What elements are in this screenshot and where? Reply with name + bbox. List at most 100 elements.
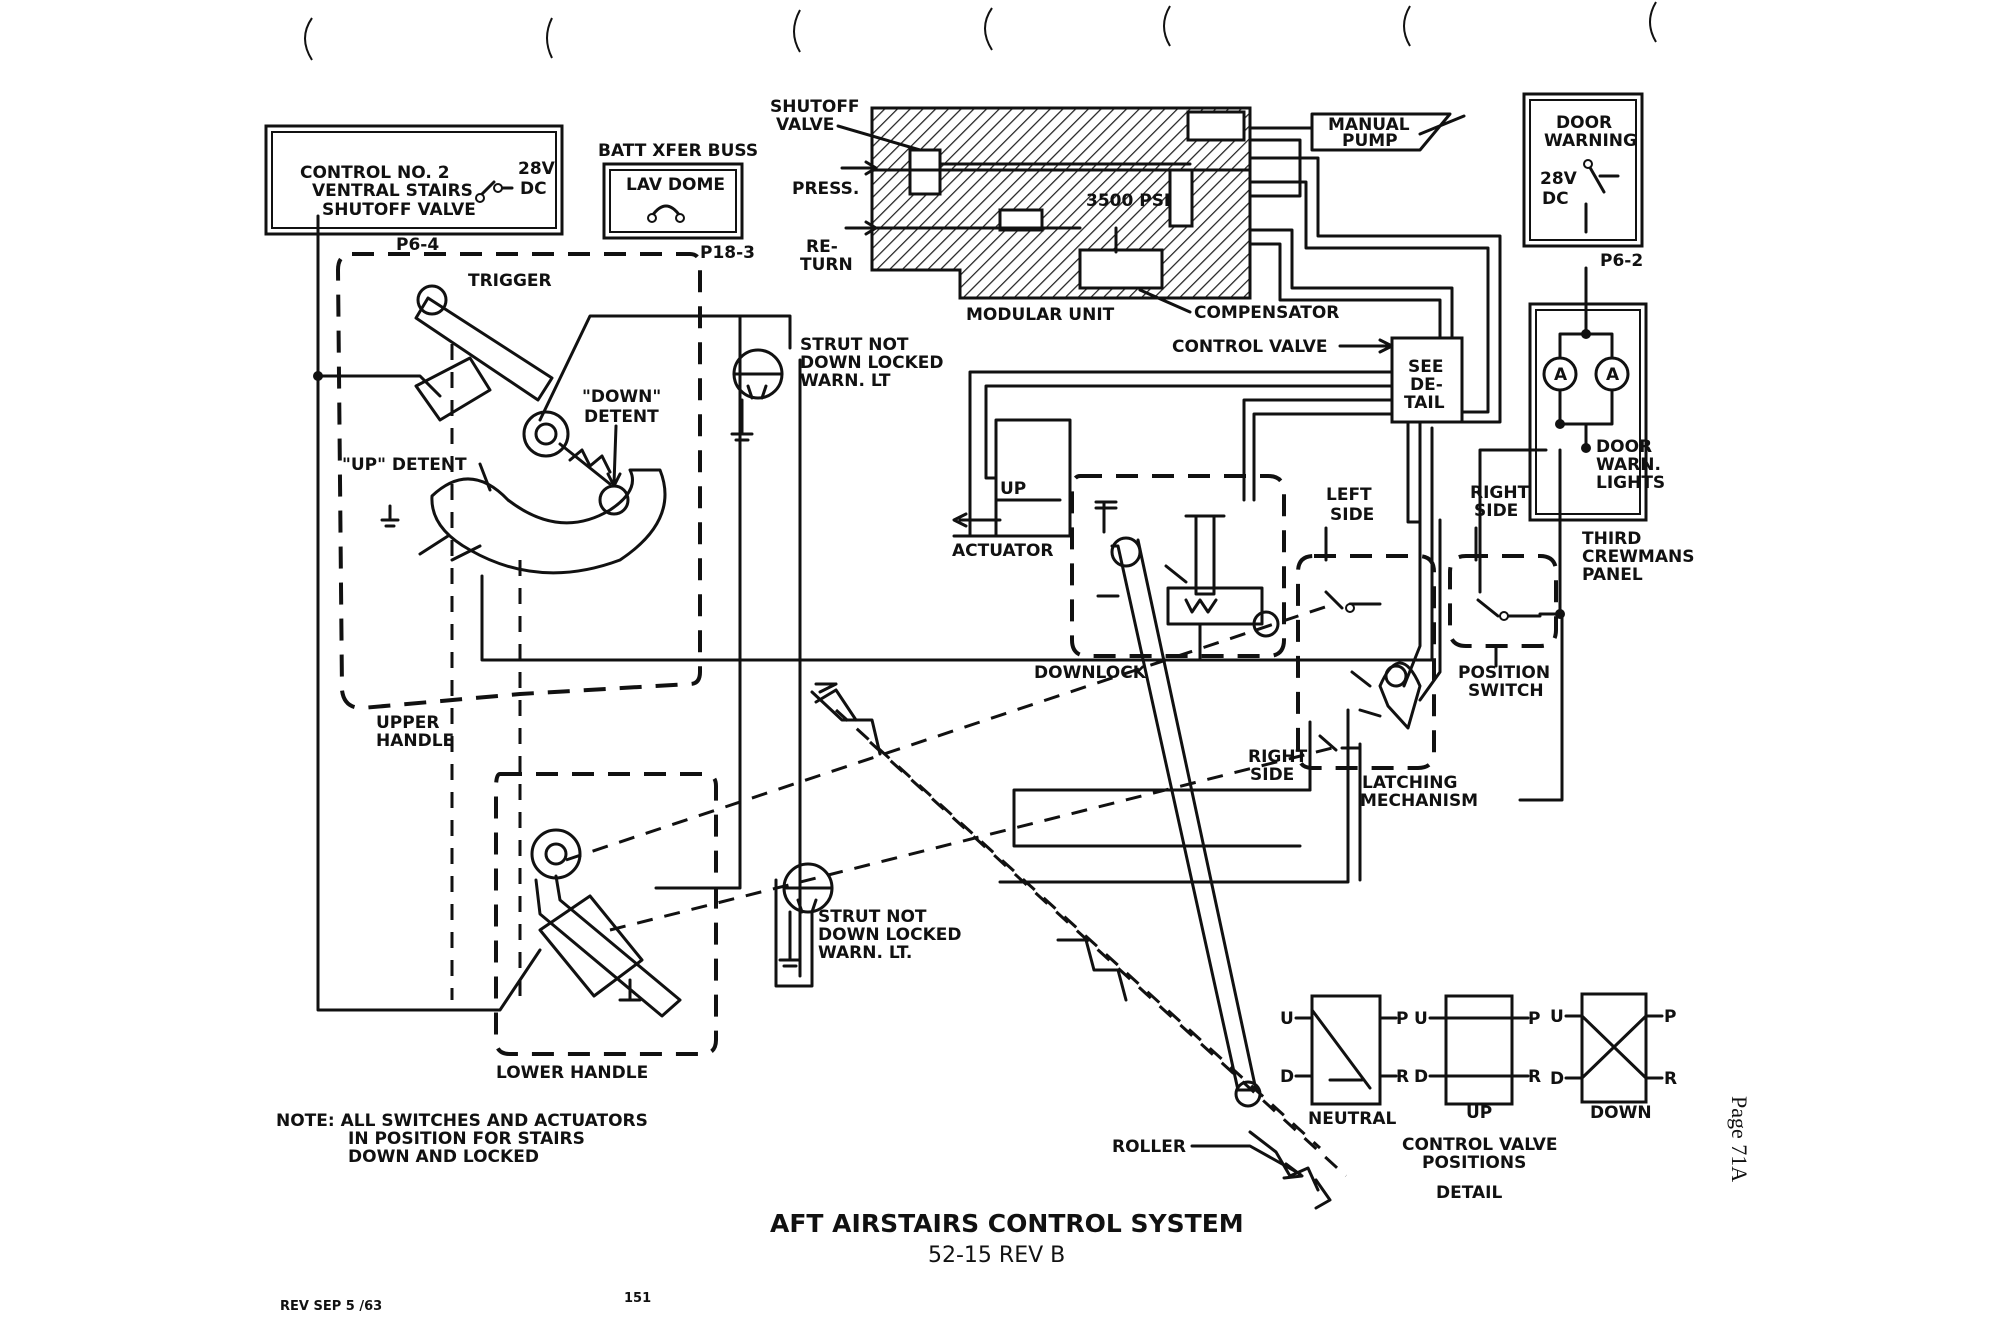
down-u: U bbox=[1550, 1007, 1564, 1027]
latching-1: LATCHING bbox=[1362, 773, 1457, 793]
lamp-a-right: A bbox=[1606, 365, 1620, 385]
down-detent-1: "DOWN" bbox=[582, 387, 661, 407]
control-dc: DC bbox=[520, 179, 547, 199]
upper-handle-assembly: TRIGGER "DOWN" DETENT "UP" DETENT UPPER … bbox=[335, 252, 702, 1000]
door-warning-line2: WARNING bbox=[1544, 131, 1637, 151]
door-warning-panel: DOOR WARNING 28V DC P6-2 bbox=[1522, 92, 1644, 271]
control-line1: CONTROL NO. 2 bbox=[300, 163, 450, 183]
actuator-mechanism: UP ACTUATOR DOWNLOCK bbox=[952, 418, 1286, 1108]
strut-light-lower: STRUT NOT DOWN LOCKED WARN. LT. bbox=[774, 862, 962, 988]
note: NOTE: ALL SWITCHES AND ACTUATORS IN POSI… bbox=[276, 1111, 648, 1167]
door-warning-ref: P6-2 bbox=[1600, 251, 1643, 271]
actuator-label: ACTUATOR bbox=[952, 541, 1054, 561]
up-label: UP bbox=[1000, 479, 1026, 499]
control-line2: VENTRAL STAIRS bbox=[312, 181, 473, 201]
up-u: U bbox=[1414, 1009, 1428, 1029]
position-switch-1: POSITION bbox=[1458, 663, 1550, 683]
neutral-d: D bbox=[1280, 1067, 1294, 1087]
valve-positions-detail: U P D R NEUTRAL U P D R UP U P D R DOWN … bbox=[1280, 992, 1677, 1203]
see-detail-2: DE- bbox=[1410, 375, 1443, 395]
see-detail-3: TAIL bbox=[1404, 393, 1445, 413]
down-p: P bbox=[1664, 1007, 1676, 1027]
neutral-label: NEUTRAL bbox=[1308, 1109, 1396, 1129]
lower-handle-label: LOWER HANDLE bbox=[496, 1063, 648, 1083]
manual-pump-2: PUMP bbox=[1342, 131, 1398, 151]
psi-label: 3500 PSI bbox=[1086, 191, 1170, 211]
door-warning-dc: DC bbox=[1542, 189, 1569, 209]
page-label: Page 71A bbox=[1727, 1096, 1752, 1182]
valve-neutral: U P D R NEUTRAL bbox=[1280, 994, 1409, 1129]
shutoff-valve-1: SHUTOFF bbox=[770, 97, 860, 117]
press-label: PRESS. bbox=[792, 179, 859, 199]
valve-down: U P D R DOWN bbox=[1550, 992, 1677, 1123]
latching-mechanism: LEFT SIDE RIGHT SIDE POSITION SWITCH RIG… bbox=[1248, 434, 1558, 811]
control-line3: SHUTOFF VALVE bbox=[322, 200, 476, 220]
strut-lower-1: STRUT NOT bbox=[818, 907, 927, 927]
trigger-label: TRIGGER bbox=[468, 271, 552, 291]
up-label: UP bbox=[1466, 1103, 1492, 1123]
right-side-top-2: SIDE bbox=[1474, 501, 1518, 521]
downlock-label: DOWNLOCK bbox=[1034, 663, 1147, 683]
door-warn-lights-1: DOOR bbox=[1596, 437, 1652, 457]
third-crewman-panel: A A DOOR WARN. LIGHTS THIRD CREWMANS PAN… bbox=[1528, 302, 1694, 585]
door-warn-lights-3: LIGHTS bbox=[1596, 473, 1665, 493]
modular-unit: SHUTOFF VALVE PRESS. RE- TURN 3500 PSI M… bbox=[770, 97, 1339, 325]
strut-lower-3: WARN. LT. bbox=[818, 943, 912, 963]
modular-unit-label: MODULAR UNIT bbox=[966, 305, 1115, 325]
strut-upper-2: DOWN LOCKED bbox=[800, 353, 944, 373]
batt-title: BATT XFER BUSS bbox=[598, 141, 758, 161]
third-crewman-line3: PANEL bbox=[1582, 565, 1643, 585]
main-wiring bbox=[313, 202, 1588, 1012]
right-side-bottom-1: RIGHT bbox=[1248, 747, 1308, 767]
third-crewman-line1: THIRD bbox=[1582, 529, 1641, 549]
shutoff-valve-2: VALVE bbox=[776, 115, 834, 135]
left-side-1: LEFT bbox=[1326, 485, 1372, 505]
batt-inner: LAV DOME bbox=[626, 175, 725, 195]
note-line3: DOWN AND LOCKED bbox=[348, 1147, 539, 1167]
door-warn-lights-2: WARN. bbox=[1596, 455, 1661, 475]
up-detent: "UP" DETENT bbox=[342, 455, 467, 475]
control-ref: P6-4 bbox=[396, 235, 439, 255]
door-warning-line1: DOOR bbox=[1556, 113, 1612, 133]
strut-light-upper: STRUT NOT DOWN LOCKED WARN. LT bbox=[730, 335, 944, 442]
right-side-top-1: RIGHT bbox=[1470, 483, 1530, 503]
page-number: 151 bbox=[624, 1291, 651, 1306]
lamp-a-left: A bbox=[1554, 365, 1568, 385]
neutral-p: P bbox=[1396, 1009, 1408, 1029]
valve-caption-3: DETAIL bbox=[1436, 1183, 1502, 1203]
note-line1: NOTE: ALL SWITCHES AND ACTUATORS bbox=[276, 1111, 648, 1131]
lower-handle-assembly: LOWER HANDLE bbox=[494, 772, 718, 1083]
strut-upper-1: STRUT NOT bbox=[800, 335, 909, 355]
note-line2: IN POSITION FOR STAIRS bbox=[348, 1129, 585, 1149]
rev-date: REV SEP 5 /63 bbox=[280, 1299, 382, 1314]
return-label-1: RE- bbox=[806, 237, 838, 257]
see-detail-1: SEE bbox=[1408, 357, 1443, 377]
return-label-2: TURN bbox=[800, 255, 853, 275]
valve-caption-1: CONTROL VALVE bbox=[1402, 1135, 1557, 1155]
left-side-2: SIDE bbox=[1330, 505, 1374, 525]
control-valve: SEE DE- TAIL CONTROL VALVE bbox=[968, 156, 1502, 538]
valve-caption-2: POSITIONS bbox=[1422, 1153, 1526, 1173]
upper-handle-1: UPPER bbox=[376, 713, 439, 733]
position-switch-2: SWITCH bbox=[1468, 681, 1544, 701]
manual-pump: MANUAL PUMP bbox=[1248, 112, 1466, 198]
up-r: R bbox=[1528, 1067, 1541, 1087]
diagram-title: AFT AIRSTAIRS CONTROL SYSTEM bbox=[770, 1209, 1244, 1238]
valve-up: U P D R UP bbox=[1414, 994, 1541, 1123]
neutral-u: U bbox=[1280, 1009, 1294, 1029]
strut-lower-2: DOWN LOCKED bbox=[818, 925, 962, 945]
down-detent-2: DETENT bbox=[584, 407, 659, 427]
manual-pump-1: MANUAL bbox=[1328, 115, 1410, 135]
right-side-bottom-2: SIDE bbox=[1250, 765, 1294, 785]
up-d: D bbox=[1414, 1067, 1428, 1087]
up-p: P bbox=[1528, 1009, 1540, 1029]
batt-xfer-panel: BATT XFER BUSS LAV DOME P18-3 bbox=[598, 141, 758, 263]
compensator-label: COMPENSATOR bbox=[1194, 303, 1339, 323]
batt-ref: P18-3 bbox=[700, 243, 755, 263]
roller: ROLLER bbox=[1112, 1137, 1304, 1180]
neutral-r: R bbox=[1396, 1067, 1409, 1087]
down-r: R bbox=[1664, 1069, 1677, 1089]
diagram-subtitle: 52-15 REV B bbox=[928, 1243, 1065, 1268]
stairs-dashed bbox=[565, 602, 1348, 1210]
